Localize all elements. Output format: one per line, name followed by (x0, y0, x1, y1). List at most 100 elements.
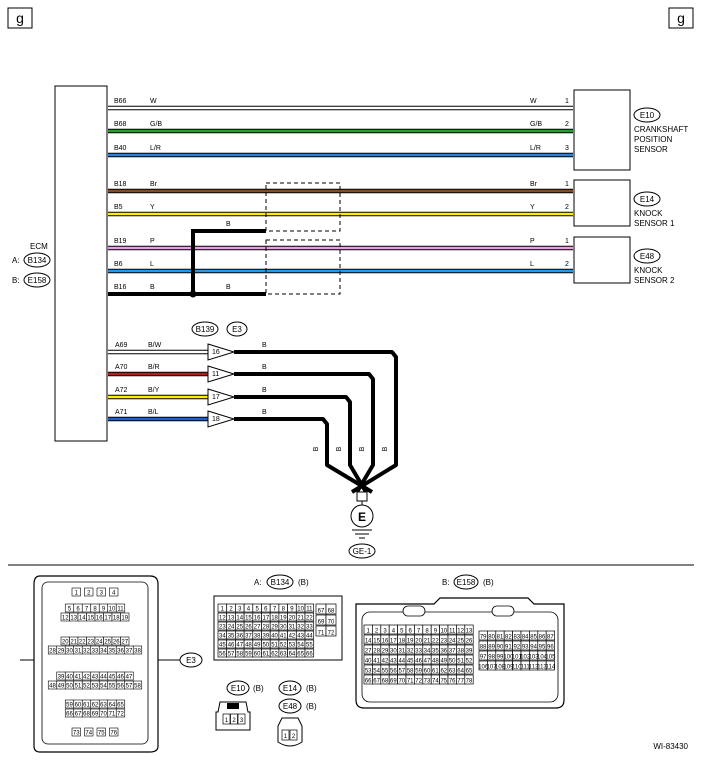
b-left-pin-47: 47 (424, 659, 431, 665)
ground-out-code-2: B (262, 387, 267, 394)
e3-pin-13: 13 (70, 616, 77, 622)
shield-lower-code: B (226, 284, 231, 291)
e3-pin-11: 11 (117, 607, 124, 613)
e3-pin-34: 34 (100, 649, 107, 655)
a-pin-43: 43 (297, 634, 304, 640)
b-left-pin-10: 10 (440, 629, 447, 635)
e3-pin-54: 54 (100, 684, 107, 690)
a-pin-58: 58 (236, 652, 243, 658)
a-pin-51: 51 (271, 643, 278, 649)
b-right-pin-box (545, 660, 555, 671)
ground-out-code-1: B (262, 364, 267, 371)
e3-pin-40: 40 (66, 675, 73, 681)
b-left-pin-27: 27 (365, 649, 372, 655)
b-left-pin-41: 41 (373, 659, 380, 665)
e3-pin-17: 17 (104, 616, 111, 622)
e3-pin-box (124, 671, 134, 681)
a-pin-65: 65 (297, 652, 304, 658)
b-right-pin-103: 103 (529, 655, 540, 661)
e3-pin-45: 45 (109, 675, 116, 681)
e3-pin-1: 1 (75, 591, 79, 597)
e3-connector-label-label: E3 (186, 656, 196, 665)
e3-housing (33, 575, 159, 753)
b-right-pin-box (545, 630, 555, 641)
e3-pin-21: 21 (70, 640, 77, 646)
shield-splice (189, 290, 197, 298)
b-left-pin-box (464, 624, 474, 635)
a-pin-37: 37 (245, 634, 252, 640)
b-left-pin-45: 45 (407, 659, 414, 665)
bundle-code-0: B (313, 446, 320, 451)
ground-run-1 (234, 372, 375, 494)
a-connector-prefix: A: (254, 578, 262, 587)
wire-pin-5: 1 (565, 238, 569, 245)
a-pin-26: 26 (245, 625, 252, 631)
a-pin-56: 56 (219, 652, 226, 658)
a-pin-47: 47 (236, 643, 243, 649)
a-connector-suffix: (B) (298, 578, 309, 587)
e3-pin-55: 55 (109, 684, 116, 690)
e14-connector-label-label: E14 (283, 684, 298, 693)
e3-pin-6: 6 (76, 607, 80, 613)
b-left-pin-14: 14 (365, 639, 372, 645)
wire-terminal-5: B19 (114, 238, 127, 245)
sensor-name-2-1: SENSOR 2 (634, 276, 675, 285)
e3-pin-37: 37 (126, 649, 133, 655)
sensor-name-2-0: KNOCK (634, 266, 663, 275)
sensor-box-0 (573, 89, 631, 171)
a-pin-55: 55 (306, 643, 313, 649)
b-left-pin-13: 13 (466, 629, 473, 635)
wire-terminal-2: B40 (114, 145, 127, 152)
e3-pin-3: 3 (100, 591, 104, 597)
e3-pin-67: 67 (75, 712, 82, 718)
a-pin-13: 13 (228, 616, 235, 622)
wire-color-code-7: B (150, 284, 155, 291)
ground-out-code-3: B (262, 409, 267, 416)
wire-pin-6: 2 (565, 261, 569, 268)
b-left-pin-35: 35 (432, 649, 439, 655)
e3-connector-label-oval (179, 652, 203, 668)
ground-terminal-block (356, 491, 368, 502)
e3-pin-box (132, 645, 143, 655)
e3-pin-box (120, 612, 130, 622)
b-right-pin-80: 80 (488, 635, 495, 641)
a-pin-box (304, 612, 315, 622)
a-pin-10: 10 (297, 607, 304, 613)
a-pin-59: 59 (245, 652, 252, 658)
e3-pin-box (120, 636, 130, 646)
e3-pin-4: 4 (112, 591, 116, 597)
wire-pin-4: 2 (565, 204, 569, 211)
sensor-name-0-1: POSITION (634, 135, 672, 144)
a-pin-66: 66 (306, 652, 313, 658)
e3-pin-51: 51 (75, 684, 82, 690)
a-side-pin-72: 72 (328, 631, 335, 637)
b-right-pin-110: 110 (512, 665, 522, 671)
a-pin-61: 61 (263, 652, 270, 658)
joint-arrow-3 (207, 410, 236, 428)
e3-pin-48: 48 (49, 684, 56, 690)
wire-color-code-1: G/B (150, 121, 162, 128)
e3-pin-31: 31 (75, 649, 82, 655)
e3-pin-69: 69 (92, 712, 99, 718)
knock-pin-2: 2 (292, 734, 296, 740)
b-left-pin-67: 67 (373, 679, 380, 685)
b-right-pin-95: 95 (539, 645, 546, 651)
knock-pin-1: 1 (284, 734, 288, 740)
e3-pin-12: 12 (62, 616, 69, 622)
corner-box-0 (7, 7, 33, 29)
e3-pin-box (71, 727, 81, 737)
shield-outline-1 (265, 182, 341, 232)
a-pin-24: 24 (228, 625, 235, 631)
a-pin-20: 20 (289, 616, 296, 622)
b-left-pin-box (464, 634, 474, 645)
wire-pin-3: 1 (565, 181, 569, 188)
sensor-connector-1-label: E14 (640, 195, 655, 204)
b-left-pin-box (464, 674, 474, 685)
b-left-pin-36: 36 (440, 649, 447, 655)
e10-pin-2: 2 (232, 718, 236, 724)
e3-pin-box (84, 587, 94, 597)
b-right-pin-114: 114 (546, 665, 556, 671)
b-right-pin-86: 86 (539, 635, 546, 641)
b-left-pin-16: 16 (382, 639, 389, 645)
e3-pin-49: 49 (58, 684, 65, 690)
